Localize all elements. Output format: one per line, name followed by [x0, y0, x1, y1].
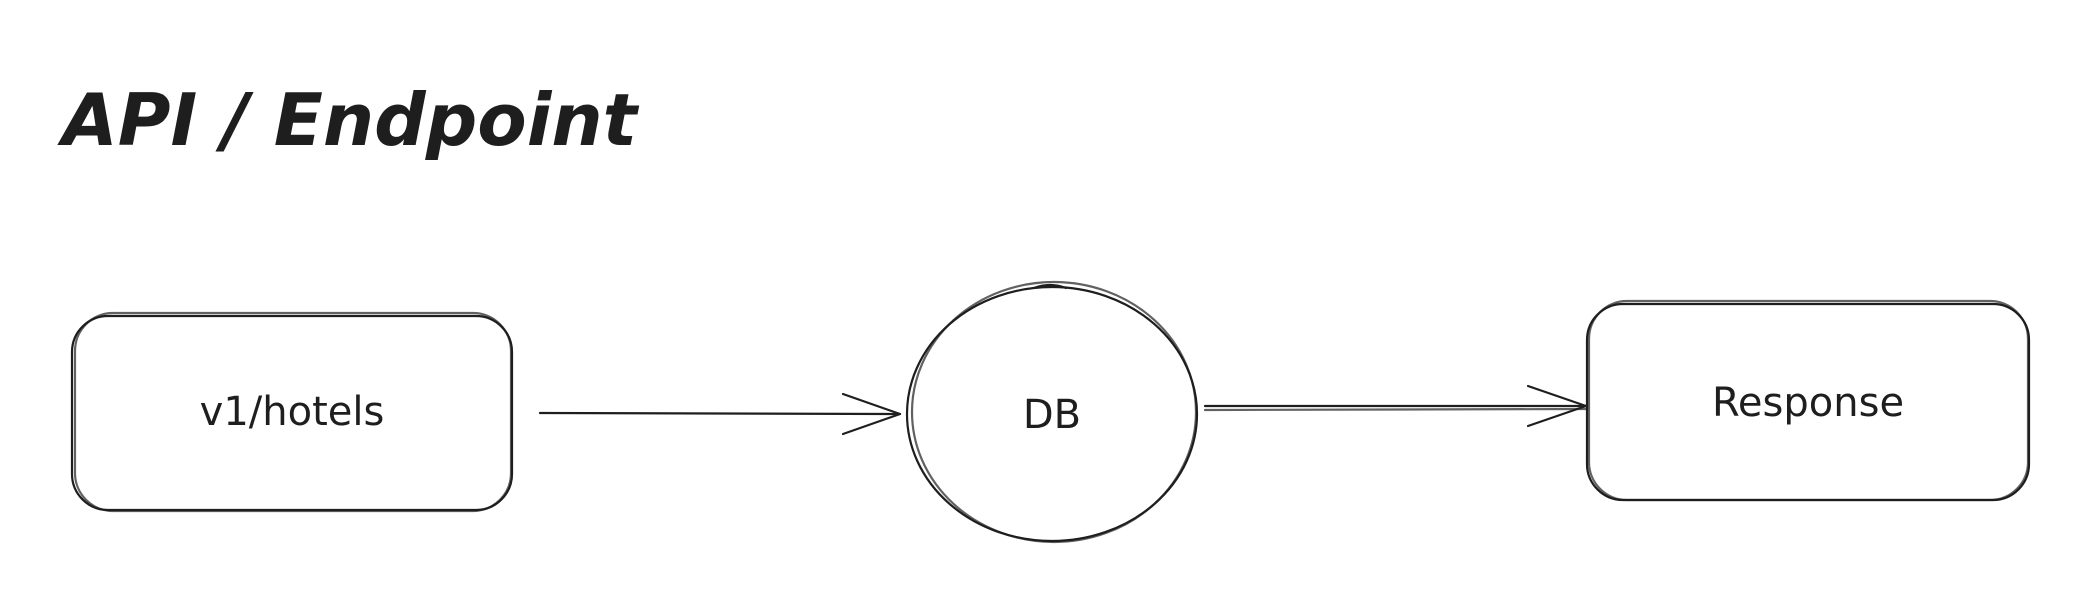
diagram-title: API / Endpoint	[57, 78, 640, 162]
response-node: Response	[1585, 299, 2031, 502]
arrow-db-to-response	[1203, 384, 1588, 428]
response-label: Response	[1712, 380, 1904, 426]
db-label: DB	[1023, 392, 1081, 438]
endpoint-label: v1/hotels	[200, 389, 385, 435]
arrow-endpoint-to-db	[538, 392, 902, 436]
endpoint-node: v1/hotels	[70, 311, 514, 513]
db-node: DB	[905, 280, 1199, 544]
